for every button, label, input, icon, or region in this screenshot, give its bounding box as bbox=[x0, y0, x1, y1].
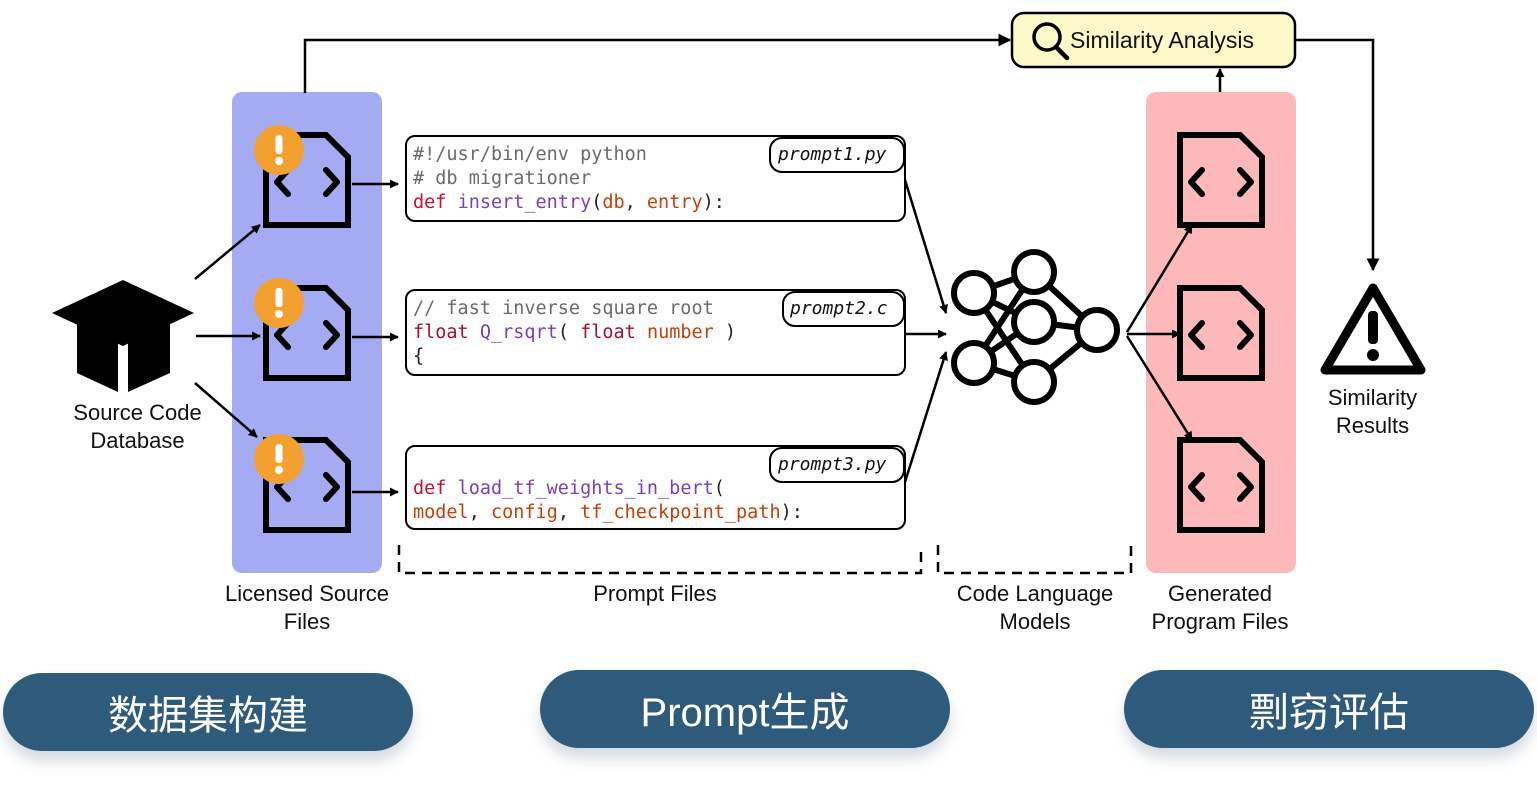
generated-files-panel bbox=[1146, 92, 1296, 573]
similarity-results-label: Similarity Results bbox=[1300, 384, 1445, 440]
models-label-line-1: Code Language bbox=[956, 581, 1114, 606]
code-token: #!/usr/bin/env python bbox=[413, 144, 647, 165]
code-line: float Q_rsqrt( float number ) bbox=[413, 321, 736, 345]
warning-icon-2 bbox=[254, 278, 304, 328]
prompt-3-code: def load_tf_weights_in_bert(model, confi… bbox=[413, 477, 803, 525]
code-token: load_tf_weights_in_bert bbox=[457, 478, 714, 499]
code-line: def load_tf_weights_in_bert( bbox=[413, 477, 803, 501]
models-label-line-2: Models bbox=[999, 609, 1071, 634]
code-token: ( bbox=[713, 478, 725, 499]
magnifier-icon bbox=[1032, 22, 1070, 61]
code-line: // fast inverse square root bbox=[413, 297, 736, 321]
code-token: ) bbox=[713, 322, 737, 343]
generated-files-label: Generated Program Files bbox=[1120, 580, 1320, 636]
prompt-files-label: Prompt Files bbox=[593, 581, 717, 606]
code-token: float bbox=[413, 322, 469, 343]
code-token: ): bbox=[780, 502, 803, 523]
stage-pill-prompt-label: Prompt生成 bbox=[640, 691, 850, 735]
neural-network-icon bbox=[951, 249, 1120, 405]
prompt-box-2 bbox=[405, 289, 906, 376]
code-token: ( bbox=[557, 322, 581, 343]
code-token: float bbox=[580, 322, 636, 343]
database-label-line-1: Source Code bbox=[73, 400, 202, 425]
code-token: config bbox=[490, 502, 558, 523]
similarity-results-label-line-1: Similarity bbox=[1327, 385, 1418, 410]
code-token: db bbox=[602, 192, 625, 213]
code-token: number bbox=[646, 322, 714, 343]
stage-pill-prompt[interactable]: Prompt生成 bbox=[540, 670, 950, 748]
code-token: entry bbox=[646, 192, 703, 213]
code-line: def insert_entry(db, entry): bbox=[413, 191, 725, 215]
similarity-analysis-label: Similarity Analysis bbox=[1070, 27, 1255, 53]
database-label-line-2: Database bbox=[90, 428, 185, 453]
arrows bbox=[194, 33, 1380, 497]
stage-pill-dataset[interactable]: 数据集构建 bbox=[3, 673, 413, 751]
code-token: def bbox=[413, 478, 447, 499]
code-token: def bbox=[413, 192, 447, 213]
code-token: , bbox=[624, 192, 647, 213]
code-line: { bbox=[413, 345, 736, 369]
similarity-results-label-line-2: Results bbox=[1335, 413, 1410, 438]
prompt-box-3 bbox=[405, 445, 906, 530]
prompt-1-filename: prompt1.py bbox=[778, 144, 887, 165]
prompt-3-filename: prompt3.py bbox=[778, 454, 887, 475]
code-line: # db migrationer bbox=[413, 167, 725, 191]
code-token: insert_entry bbox=[457, 192, 592, 213]
warning-icon-1 bbox=[254, 125, 304, 175]
models-label: Code Language Models bbox=[930, 580, 1140, 636]
code-token: , bbox=[468, 502, 491, 523]
licensed-files-label-line-1: Licensed Source bbox=[225, 581, 389, 606]
similarity-warning-icon bbox=[1320, 283, 1426, 375]
code-line: #!/usr/bin/env python bbox=[413, 143, 725, 167]
code-token bbox=[446, 478, 457, 499]
code-token: model bbox=[413, 502, 469, 523]
code-token: { bbox=[413, 346, 425, 367]
code-token: ( bbox=[591, 192, 603, 213]
code-token: tf_checkpoint_path bbox=[580, 502, 781, 523]
code-token: ): bbox=[702, 192, 725, 213]
code-line: model, config, tf_checkpoint_path): bbox=[413, 501, 803, 525]
code-token bbox=[446, 192, 457, 213]
licensed-files-panel bbox=[232, 92, 382, 573]
licensed-files-label-line-2: Files bbox=[283, 609, 331, 634]
stage-pill-evaluation[interactable]: 剽窃评估 bbox=[1124, 670, 1534, 748]
code-token: Q_rsqrt bbox=[479, 322, 558, 343]
bracket-lines bbox=[397, 545, 1133, 575]
code-token bbox=[636, 322, 647, 343]
database-label: Source Code Database bbox=[40, 399, 235, 455]
stage-pill-evaluation-label: 剽窃评估 bbox=[1249, 691, 1409, 735]
cube-icon bbox=[52, 280, 194, 392]
prompt-box-1 bbox=[405, 135, 906, 222]
code-token: , bbox=[557, 502, 581, 523]
code-token: # db migrationer bbox=[413, 168, 592, 189]
stage-pill-dataset-label: 数据集构建 bbox=[108, 694, 308, 738]
generated-files-label-line-1: Generated bbox=[1168, 581, 1272, 606]
code-token bbox=[469, 322, 480, 343]
code-token: // fast inverse square root bbox=[413, 298, 714, 319]
generated-files-label-line-2: Program Files bbox=[1151, 609, 1289, 634]
warning-icon-3 bbox=[254, 434, 304, 484]
licensed-files-label: Licensed Source Files bbox=[192, 580, 422, 636]
prompt-2-filename: prompt2.c bbox=[790, 298, 888, 319]
